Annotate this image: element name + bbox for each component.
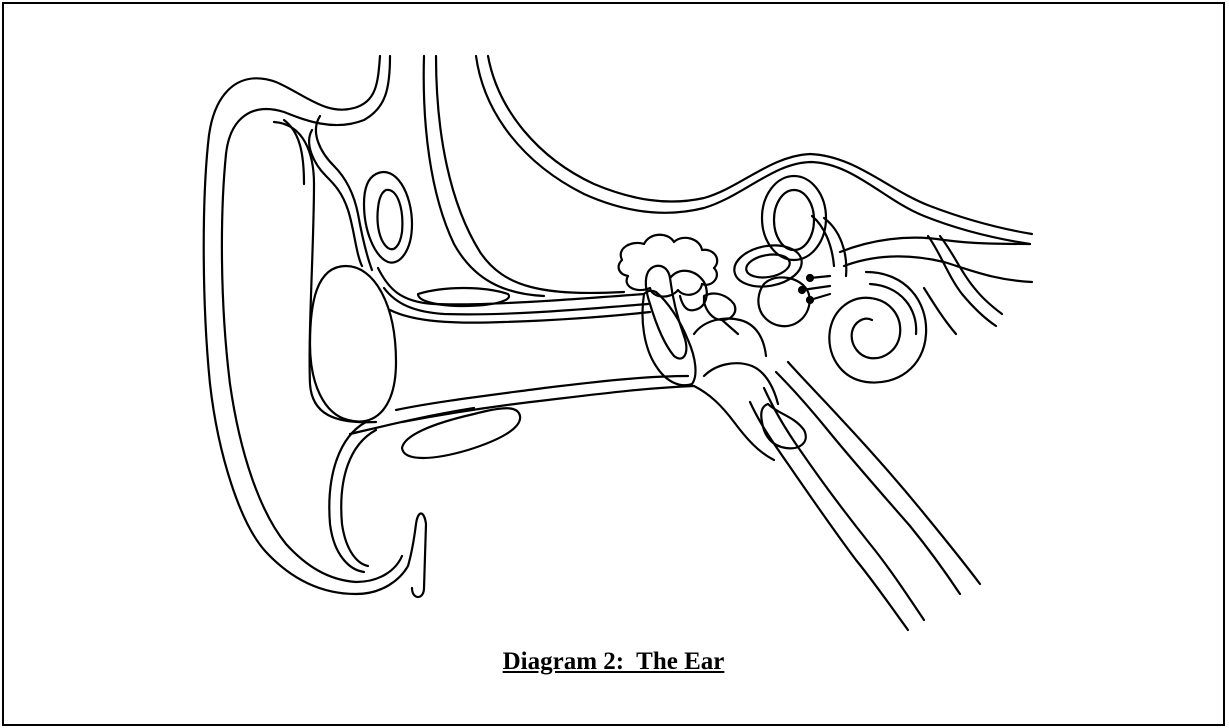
ear-canal: [350, 268, 694, 458]
figure-caption: Diagram 2: The Ear: [4, 648, 1223, 676]
inner-ear: [731, 176, 1032, 383]
pinna: [204, 56, 426, 597]
ear-diagram: [4, 4, 1227, 728]
skull-outline: [424, 56, 1032, 296]
eustachian-tube: [694, 362, 980, 630]
